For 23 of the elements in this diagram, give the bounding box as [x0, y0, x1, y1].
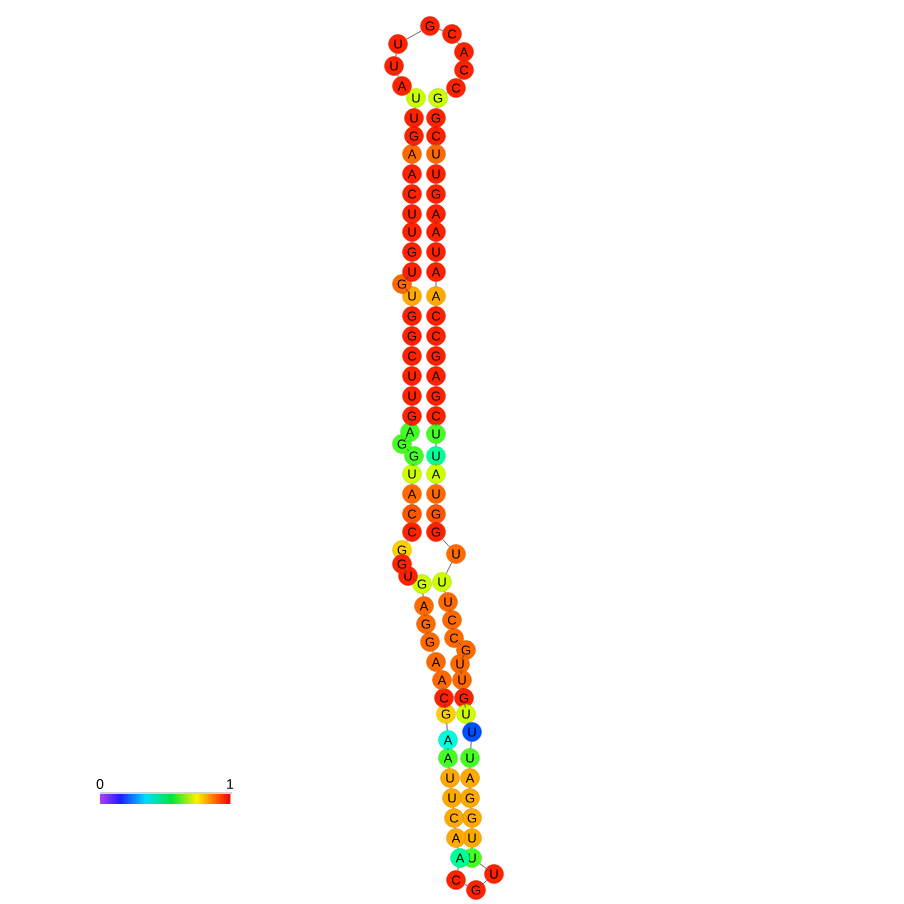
backbone-line	[405, 288, 409, 292]
backbone-line	[413, 578, 417, 582]
backbone-line	[435, 443, 437, 447]
backbone-line	[403, 566, 407, 574]
backbone-line	[482, 880, 488, 884]
backbone-line	[410, 422, 412, 427]
backbone-line	[395, 53, 397, 57]
backbone-line	[442, 538, 450, 548]
backbone-line	[464, 883, 468, 887]
backbone-line	[445, 562, 453, 574]
backbone-line	[457, 867, 459, 871]
backbone-line	[461, 654, 465, 660]
backbone-line	[479, 863, 487, 869]
backbone-line	[435, 281, 437, 287]
backbone-line	[444, 704, 446, 709]
backbone-line	[446, 723, 448, 731]
backbone-line	[470, 741, 472, 749]
backbone-line	[422, 593, 424, 597]
backbone-line	[405, 276, 409, 280]
backbone-line	[406, 30, 422, 40]
backbone-line	[464, 704, 466, 709]
backbone-line	[460, 670, 462, 675]
backbone-line	[404, 435, 408, 441]
